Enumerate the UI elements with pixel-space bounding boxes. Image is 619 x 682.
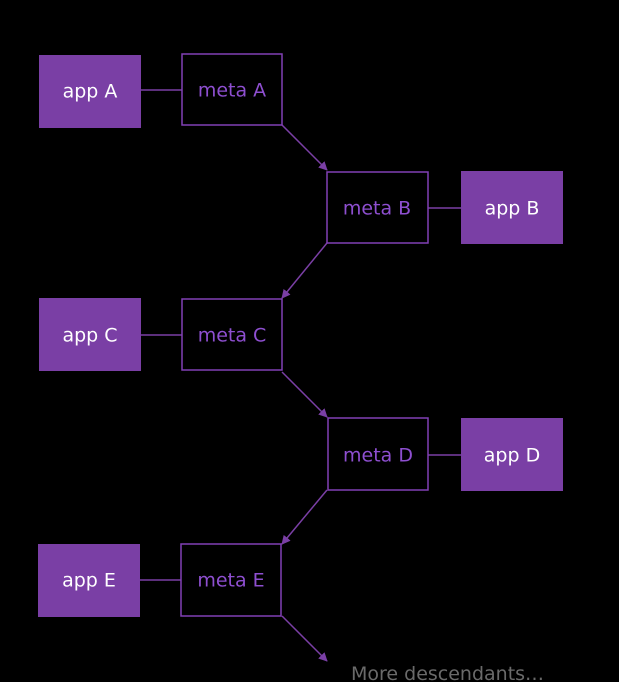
- meta-c-node: [181, 298, 283, 371]
- app-a-node: [39, 55, 141, 128]
- meta-d-node: [327, 417, 429, 491]
- arrow-meta-b-to-meta-c: [281, 242, 328, 299]
- meta-c-label: meta C: [198, 325, 267, 347]
- app-c-node: [39, 298, 141, 371]
- app-c-label: app C: [62, 325, 117, 347]
- app-d-label: app D: [484, 445, 540, 467]
- meta-e-label: meta E: [197, 570, 264, 592]
- arrow-meta-e-to-more: [281, 615, 328, 662]
- meta-d-label: meta D: [343, 445, 413, 467]
- meta-a-node: [181, 53, 283, 126]
- more-descendants-label: More descendants…: [351, 663, 544, 682]
- meta-e-node: [180, 543, 282, 617]
- app-e-label: app E: [62, 570, 116, 592]
- arrow-meta-a-to-meta-b: [281, 124, 328, 171]
- app-b-label: app B: [485, 198, 540, 220]
- arrow-meta-d-to-meta-e: [281, 489, 328, 545]
- app-e-node: [38, 544, 140, 617]
- meta-a-label: meta A: [198, 80, 266, 102]
- meta-b-label: meta B: [343, 198, 411, 220]
- app-a-label: app A: [63, 81, 118, 103]
- app-b-node: [461, 171, 563, 244]
- app-d-node: [461, 418, 563, 491]
- arrow-meta-c-to-meta-d: [281, 371, 328, 418]
- meta-b-node: [326, 171, 429, 244]
